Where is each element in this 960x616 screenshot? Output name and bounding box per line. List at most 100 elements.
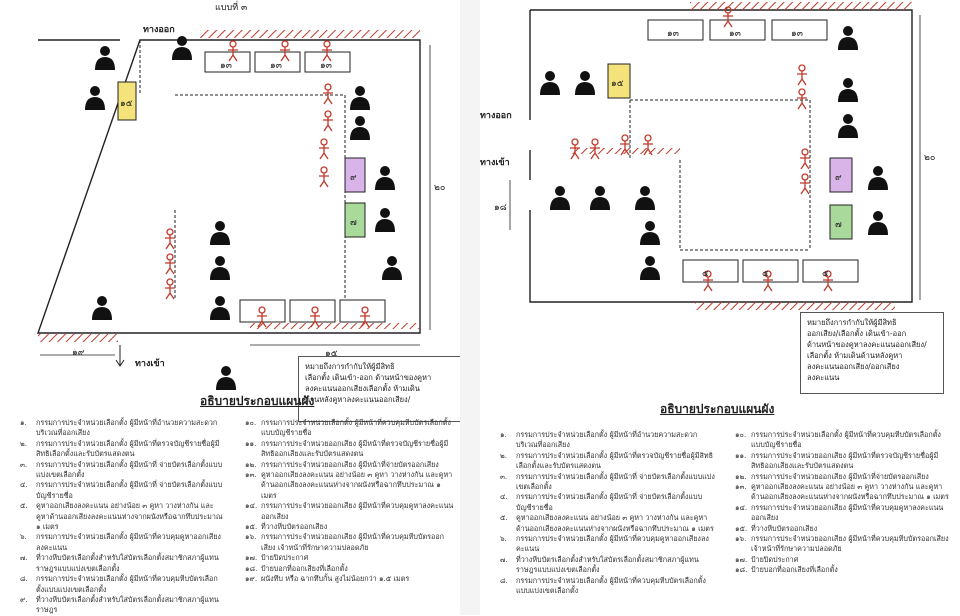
legend-item-number: ๑๕.	[245, 522, 258, 532]
left-green-num: ๗	[350, 218, 357, 228]
left-legend-note: หมายถึงการกำกับให้ผู้มีสิทธิ เลือกตั้ง เ…	[298, 356, 462, 422]
right-official-10	[635, 186, 655, 210]
legend-item-number: ๒.	[500, 450, 508, 460]
legend-item-text: ที่วางหีบบัตรเลือกตั้งสำหรับใส่บัตรเลือก…	[36, 553, 219, 573]
legend-item-number: ๑๓.	[245, 470, 257, 480]
left-voter-4	[322, 83, 334, 105]
legend-item-number: ๕.	[500, 513, 508, 523]
legend-item-text: คูหาออกเสียงลงคะแนน อย่างน้อย ๓ คูหา วาง…	[516, 513, 714, 533]
right-yellow-num: ๑๕	[611, 79, 624, 89]
legend-item: ๘.กรรมการประจำหน่วยเลือกตั้ง ผู้มีหน้าที…	[20, 574, 225, 595]
right-booth-bottom-2	[742, 259, 799, 283]
legend-item: ๑๖.กรรมการประจำหน่วยออกเสียง ผู้มีหน้าที…	[735, 534, 950, 555]
legend-item: ๑๙.ผนังทึบ หรือ ฉากทึบกั้น สูงไม่น้อยกว่…	[245, 574, 455, 584]
left-official-13	[216, 366, 236, 390]
right-green-num: ๗	[835, 220, 842, 230]
right-booth-num-1: ๑๓	[667, 29, 679, 39]
left-official-11	[210, 296, 230, 320]
legend-item-number: ๘.	[20, 574, 28, 584]
right-bottom-wall-hatch	[695, 302, 895, 310]
legend-item: ๔.กรรมการประจำหน่วยเลือกตั้ง ผู้มีหน้าที…	[500, 492, 715, 513]
legend-item-number: ๑๒.	[735, 471, 747, 481]
right-voter-2	[796, 64, 808, 86]
legend-item: ๗.ที่วางหีบบัตรเลือกตั้งสำหรับใส่บัตรเลื…	[500, 555, 715, 576]
legend-item-text: กรรมการประจำหน่วยเลือกตั้ง ผู้มีหน้าที่ …	[516, 471, 715, 492]
left-voter-10	[164, 278, 176, 300]
legend-item-text: กรรมการประจำหน่วยเลือกตั้ง ผู้มีหน้าที่อ…	[36, 418, 218, 438]
legend-item-number: ๙.	[20, 594, 28, 604]
legend-item-number: ๘.	[500, 575, 508, 585]
legend-item: ๑๗.ป้ายปิดประกาศ	[245, 553, 455, 563]
left-ballot-box-purple	[344, 157, 366, 193]
legend-item-text: กรรมการประจำหน่วยออกเสียง ผู้มีหน้าที่ตร…	[261, 438, 449, 459]
right-purple-num: ๙	[835, 173, 842, 183]
right-booth-num-5: ๕	[762, 269, 769, 279]
right-booth-num-4: ๕	[702, 269, 709, 279]
right-booth-num-2: ๑๓	[729, 29, 741, 39]
left-ballot-box-yellow	[117, 81, 137, 121]
right-official-7	[868, 211, 888, 235]
right-booth-bottom-3	[802, 259, 859, 283]
legend-item-text: ป้ายบอกที่ออกเสียงที่เลือกตั้ง	[261, 563, 348, 573]
legend-item-number: ๑๔.	[245, 501, 258, 511]
right-ballot-box-purple	[829, 157, 853, 193]
legend-item-number: ๑๘.	[735, 565, 748, 575]
right-floorplan-svg	[509, 2, 921, 310]
right-legend-note: หมายถึงการกำกับให้ผู้มีสิทธิ ออกเสียง/เล…	[800, 312, 944, 394]
legend-item: ๑๗.ป้ายปิดประกาศ	[735, 555, 950, 565]
legend-item-text: กรรมการประจำหน่วยออกเสียง ผู้มีหน้าที่คว…	[261, 501, 454, 521]
right-floorplan-panel: ทางออก ทางเข้า ๒๐ ๑๘ ๑๓ ๑๓ ๑๓ ๕ ๕ ๕ ๑๕ ๙…	[480, 0, 960, 615]
legend-item-text: กรรมการประจำหน่วยออกเสียง ผู้มีหน้าที่คว…	[751, 534, 949, 554]
legend-item-number: ๗.	[500, 554, 508, 564]
right-depth-label: ๒๐	[924, 153, 936, 163]
left-voter-9	[164, 253, 176, 275]
legend-item-number: ๑๔.	[735, 502, 748, 512]
legend-item-text: กรรมการประจำหน่วยออกเสียง ผู้มีหน้าที่จ่…	[261, 459, 439, 469]
legend-item-text: กรรมการประจำหน่วยเลือกตั้ง ผู้มีหน้าที่ …	[516, 492, 703, 512]
left-top-wall-hatch	[200, 30, 420, 38]
left-voter-5	[322, 110, 334, 132]
left-bottom-wall-hatch	[38, 334, 118, 342]
left-exit-label: ทางออก	[143, 25, 175, 35]
right-official-12	[640, 256, 660, 280]
right-official-3	[838, 26, 858, 50]
legend-item-number: ๑๗.	[735, 554, 748, 564]
left-booth-top-1	[204, 51, 251, 73]
left-voter-8	[164, 228, 176, 250]
legend-item: ๑๐.กรรมการประจำหน่วยเลือกตั้ง ผู้มีหน้าท…	[735, 430, 950, 451]
left-official-2	[85, 86, 105, 110]
legend-item: ๑๖.กรรมการประจำหน่วยออกเสียง ผู้มีหน้าที…	[245, 532, 455, 553]
right-legend-col2: ๑๐.กรรมการประจำหน่วยเลือกตั้ง ผู้มีหน้าท…	[735, 430, 950, 576]
legend-item-text: กรรมการประจำหน่วยเลือกตั้ง ผู้มีหน้าที่ต…	[36, 438, 220, 459]
legend-item: ๒.กรรมการประจำหน่วยเลือกตั้ง ผู้มีหน้าที…	[20, 439, 225, 460]
legend-item: ๕.คูหาออกเสียงลงคะแนน อย่างน้อย ๓ คูหา ว…	[20, 501, 225, 532]
left-walkway-path	[139, 40, 346, 300]
right-official-9	[590, 186, 610, 210]
left-voter-6	[318, 138, 330, 160]
right-official-5	[838, 114, 858, 138]
right-official-6	[868, 166, 888, 190]
left-depth-label: ๒๐	[434, 183, 446, 193]
right-booth-bottom-1	[682, 259, 739, 283]
legend-item: ๑๕.ที่วางหีบบัตรออกเสียง	[245, 522, 455, 532]
left-legend-col2: ๑๐.กรรมการประจำหน่วยเลือกตั้ง ผู้มีหน้าท…	[245, 418, 455, 585]
legend-item: ๑๕.ที่วางหีบบัตรออกเสียง	[735, 524, 950, 534]
legend-item: ๑๒.กรรมการประจำหน่วยออกเสียง ผู้มีหน้าที…	[735, 472, 950, 482]
legend-item-text: ที่วางหีบบัตรออกเสียง	[261, 522, 328, 532]
left-booth-top-2	[254, 51, 301, 73]
legend-item-number: ๑.	[500, 430, 507, 439]
right-room-wall	[529, 9, 913, 303]
left-official-4	[350, 86, 370, 110]
legend-item-text: คูหาออกเสียงลงคะแนน อย่างน้อย ๓ คูหา วาง…	[261, 470, 453, 500]
right-booth-num-3: ๑๓	[791, 29, 803, 39]
legend-item: ๑๓. คูหาออกเสียงลงคะแนน อย่างน้อย ๓ คูหา …	[245, 470, 455, 501]
panel-divider	[460, 0, 480, 615]
left-booth-num-2: ๑๓	[270, 61, 282, 71]
legend-item-text: คูหาออกเสียงลงคะแนน อย่างน้อย ๓ คูหา วาง…	[751, 482, 949, 502]
legend-item: ๘.กรรมการประจำหน่วยเลือกตั้ง ผู้มีหน้าที…	[500, 576, 715, 597]
legend-item-text: กรรมการประจำหน่วยเลือกตั้ง ผู้มีหน้าที่ …	[36, 480, 223, 500]
legend-item-text: กรรมการประจำหน่วยเลือกตั้ง ผู้มีหน้าที่ค…	[261, 418, 451, 438]
left-official-7	[375, 208, 395, 232]
legend-item: ๗.ที่วางหีบบัตรเลือกตั้งสำหรับใส่บัตรเลื…	[20, 553, 225, 574]
right-official-8	[550, 186, 570, 210]
